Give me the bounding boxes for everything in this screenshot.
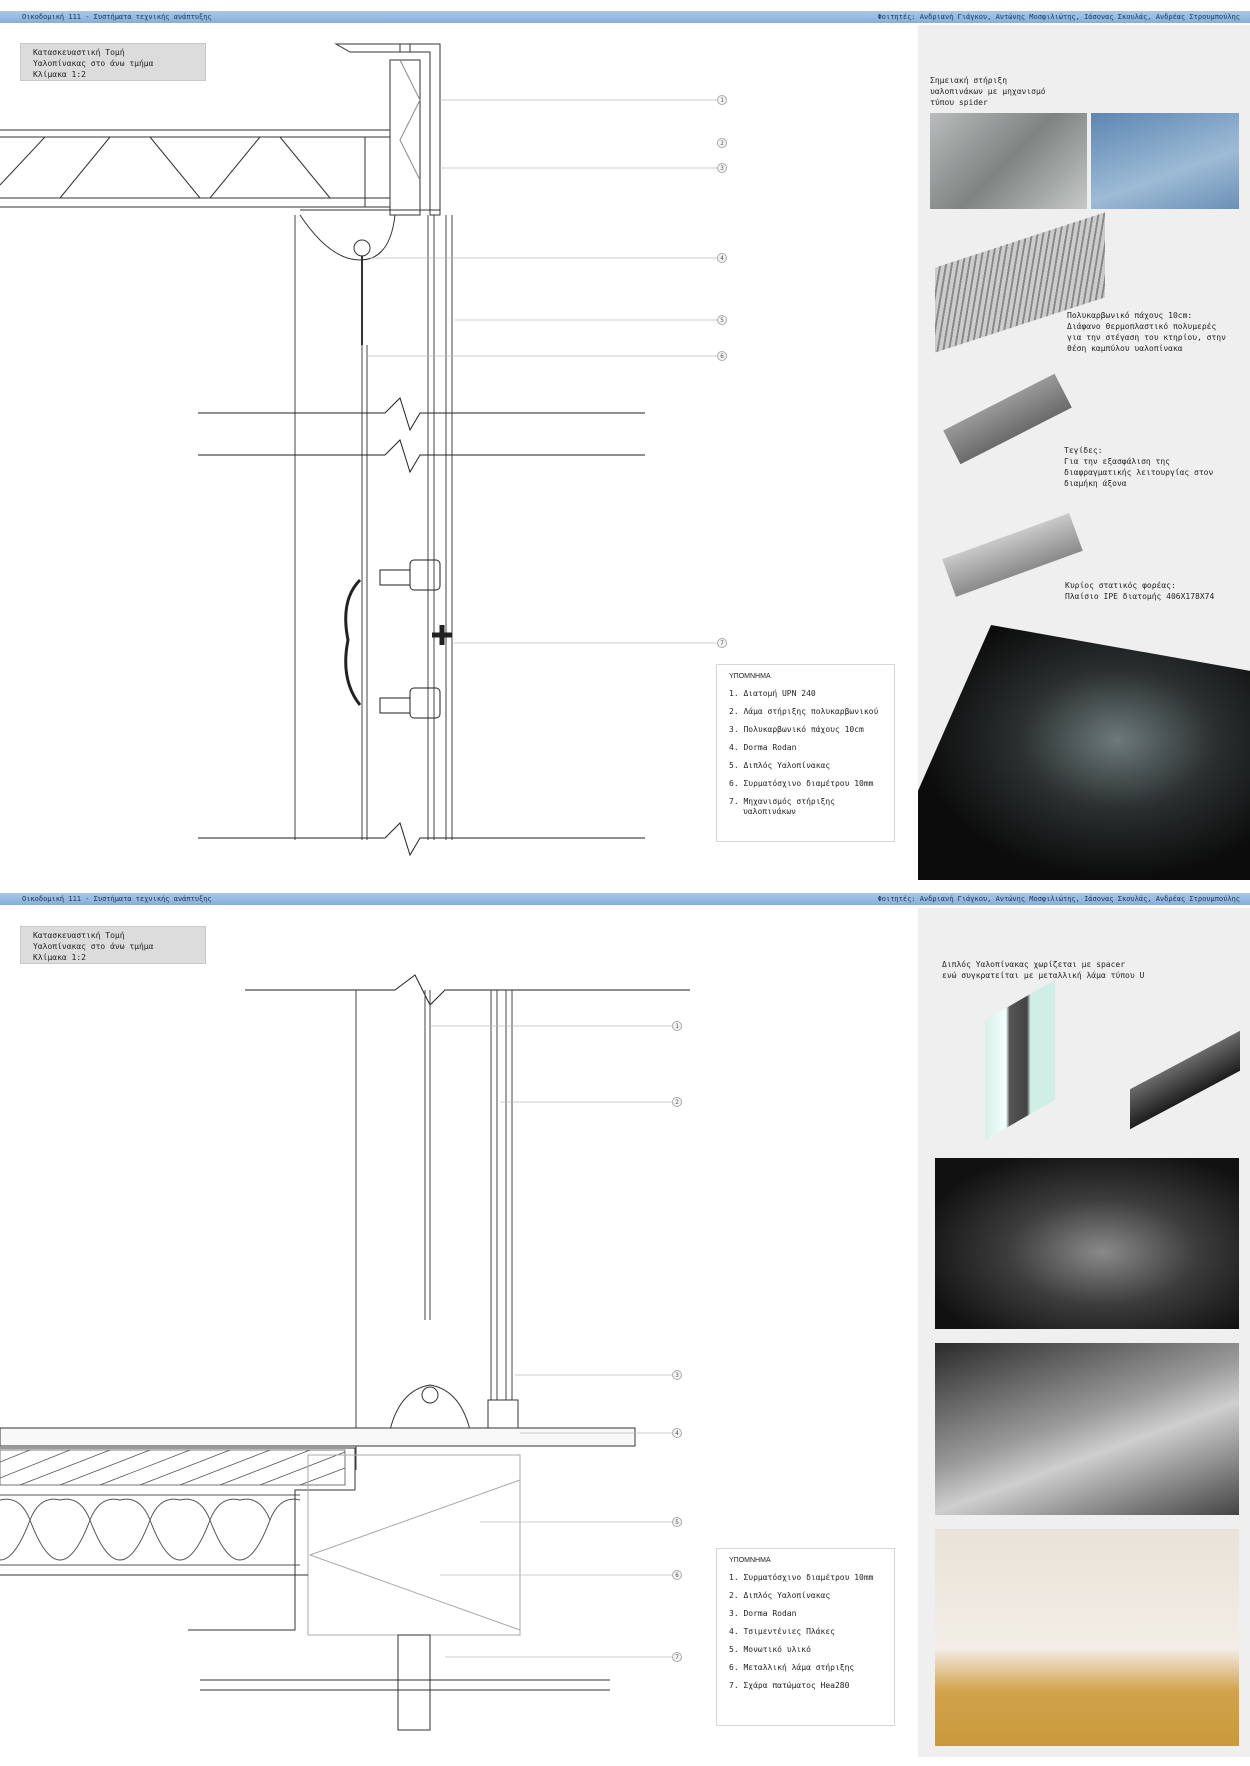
legend-item: 4. Τσιμεντένιες Πλάκες: [729, 1627, 835, 1636]
legend-item: 4. Dorma Rodan: [729, 743, 797, 752]
legend-title: ΥΠΟΜΝΗΜΑ: [729, 1557, 771, 1564]
callout-2: 2: [672, 1097, 682, 1107]
scale-line: Κλίμακα 1:2: [33, 953, 86, 962]
callout-7: 7: [672, 1652, 682, 1662]
render-night-view: [918, 625, 1250, 880]
callout-3: 3: [672, 1370, 682, 1380]
callout-2: 2: [717, 138, 727, 148]
ties-caption: Τεγίδες: Για την εξασφάλιση της διαφραγμ…: [1064, 446, 1214, 488]
legend-item: 2. Λάμα στήριξης πολυκαρβωνικού: [729, 707, 879, 716]
sheet1-title-box: Κατασκευαστική Τομή Υαλοπίνακας στο άνω …: [20, 43, 206, 81]
sheet2-legend: ΥΠΟΜΝΗΜΑ 1. Συρματόσχινο διαμέτρου 10mm …: [716, 1548, 895, 1726]
callout-6: 6: [717, 351, 727, 361]
legend-item: 1. Διατομή UPN 240: [729, 689, 816, 698]
callout-3: 3: [717, 163, 727, 173]
render-exterior-view: [935, 1529, 1239, 1746]
spider-photo-1: [930, 113, 1087, 209]
course-title: Οικοδομική 111 - Συστήματα τεχνικής ανάπ…: [22, 13, 212, 21]
legend-title: ΥΠΟΜΝΗΜΑ: [729, 673, 771, 680]
truss-beam: [0, 129, 391, 208]
title-line: Υαλοπίνακας στο άνω τμήμα: [33, 59, 154, 68]
sheet1-legend: ΥΠΟΜΝΗΜΑ 1. Διατομή UPN 240 2. Λάμα στήρ…: [716, 664, 895, 842]
legend-item: 1. Συρματόσχινο διαμέτρου 10mm: [729, 1573, 874, 1582]
sheet2-header-bar: Οικοδομική 111 - Συστήματα τεχνικής ανάπ…: [0, 893, 1250, 905]
sheet1-header-bar: Οικοδομική 111 - Συστήματα τεχνικής ανάπ…: [0, 11, 1250, 23]
glass-caption: Διπλός Υαλοπίνακας χωρίζεται με spacer ε…: [942, 960, 1145, 980]
spider-fitting-detail: [344, 559, 452, 719]
polycarbonate-caption: Πολυκαρβωνικό πάχους 10cm: Διάφανο θερμο…: [1067, 311, 1226, 353]
callout-5: 5: [717, 315, 727, 325]
legend-item: 6. Μεταλλική λάμα στήριξης: [729, 1663, 855, 1672]
legend-item: 6. Συρματόσχινο διαμέτρου 10mm: [729, 779, 874, 788]
callout-5: 5: [672, 1517, 682, 1527]
spider-photo-2: [1091, 113, 1239, 209]
callout-1: 1: [672, 1021, 682, 1031]
ipe-caption: Κυρίος στατικός φορέας: Πλαίσιο IPE διατ…: [1065, 581, 1215, 601]
students-names: Φοιτητές: Ανδριανή Γιάγκου, Αντώνης Μοσφ…: [877, 895, 1240, 903]
legend-item: 3. Dorma Rodan: [729, 1609, 797, 1618]
course-title: Οικοδομική 111 - Συστήματα τεχνικής ανάπ…: [22, 895, 212, 903]
title-line: Υαλοπίνακας στο άνω τμήμα: [33, 942, 154, 951]
sheet2-title-box: Κατασκευαστική Τομή Υαλοπίνακας στο άνω …: [20, 926, 206, 964]
legend-item: 5. Μονωτικό υλικό: [729, 1645, 811, 1654]
legend-item: 7. Μηχανισμός στήριξης υαλοπινάκων: [729, 797, 835, 816]
callout-6: 6: [672, 1570, 682, 1580]
legend-item: 5. Διπλός Υαλοπίνακας: [729, 761, 831, 770]
legend-item: 3. Πολυκαρβωνικό πάχους 10cm: [729, 725, 864, 734]
callout-4: 4: [717, 253, 727, 263]
legend-item: 2. Διπλός Υαλοπίνακας: [729, 1591, 831, 1600]
render-interior-2: [935, 1343, 1239, 1515]
callout-7: 7: [717, 638, 727, 648]
insulation-pattern: [0, 1494, 301, 1566]
title-line: Κατασκευαστική Τομή: [33, 48, 125, 57]
spider-caption: Σημειακή στήριξη υαλοπινάκων με μηχανισμ…: [930, 76, 1046, 107]
title-line: Κατασκευαστική Τομή: [33, 931, 125, 940]
students-names: Φοιτητές: Ανδριανή Γιάγκου, Αντώνης Μοσφ…: [877, 13, 1240, 21]
legend-item: 7. Σχάρα πατώματος Hea280: [729, 1681, 850, 1690]
callout-1: 1: [717, 95, 727, 105]
scale-line: Κλίμακα 1:2: [33, 70, 86, 79]
render-interior-1: [935, 1158, 1239, 1329]
callout-4: 4: [672, 1428, 682, 1438]
